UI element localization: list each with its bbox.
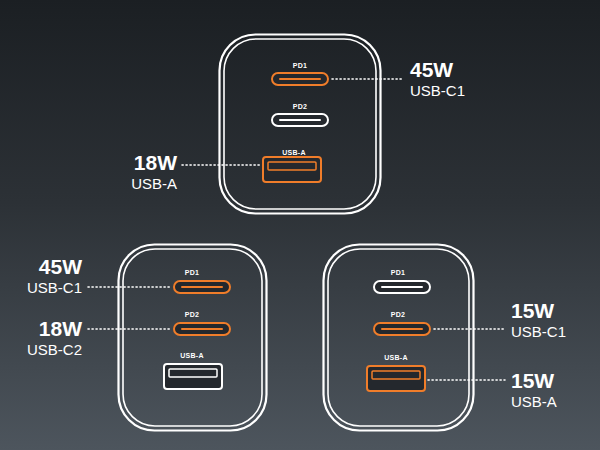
charger-outline [218, 33, 382, 215]
port-name: USB-C1 [27, 280, 82, 295]
wattage-label: 15W [511, 300, 554, 321]
port-name: USB-A [131, 176, 177, 191]
usb-c-port [174, 323, 230, 335]
port-label: PD2 [391, 311, 406, 318]
port-name: USB-C2 [27, 342, 82, 357]
port-label: PD1 [185, 269, 200, 276]
usb-c-port [272, 73, 328, 85]
wattage-label: 15W [511, 370, 554, 391]
port-label: USB-A [282, 149, 306, 156]
wattage-label: 18W [39, 318, 82, 339]
usb-c-port [272, 114, 328, 126]
usb-c-port [174, 281, 230, 293]
wattage-label: 45W [39, 256, 82, 277]
port-name: USB-A [511, 394, 557, 409]
usb-a-port [263, 157, 321, 182]
port-label: USB-A [180, 352, 204, 359]
port-name: USB-C1 [511, 324, 566, 339]
port-name: USB-C1 [410, 83, 465, 98]
wattage-label: 45W [410, 59, 453, 80]
leader-lines [88, 79, 505, 380]
port-label: PD2 [293, 103, 308, 110]
charger-body: PD1PD2USB-A [322, 243, 475, 432]
usb-a-port [164, 364, 222, 389]
charger-body: PD1PD2USB-A [117, 243, 268, 432]
usb-a-port [367, 366, 425, 391]
usb-c-port [374, 323, 430, 335]
port-label: PD2 [185, 311, 200, 318]
wattage-label: 18W [134, 152, 177, 173]
port-label: PD1 [293, 62, 308, 69]
usb-c-port [374, 281, 430, 293]
charger-body: PD1PD2USB-A [218, 33, 382, 215]
port-label: USB-A [384, 354, 408, 361]
port-label: PD1 [391, 269, 406, 276]
